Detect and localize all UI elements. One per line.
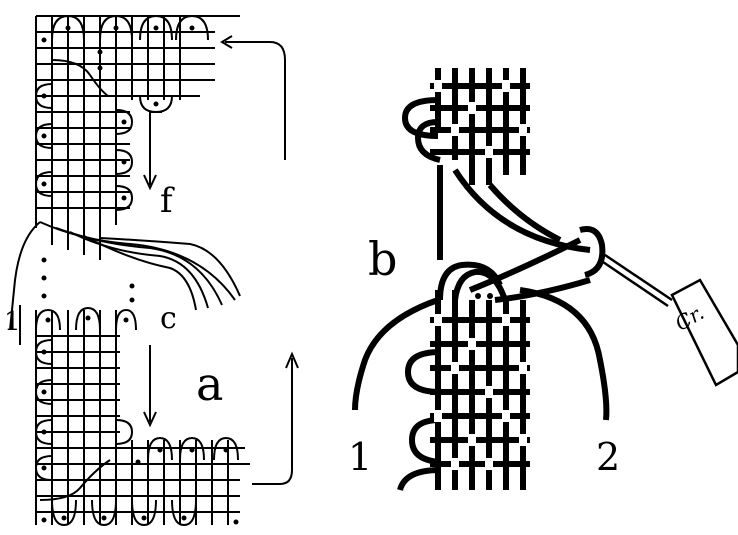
label-b: b: [368, 232, 397, 286]
upper-arrows: [143, 35, 286, 191]
strip-dots: [475, 293, 493, 299]
label-1-right: 1: [348, 435, 372, 479]
lower-strip-weave: [352, 168, 610, 491]
lower-arrows: [143, 345, 299, 485]
label-a: a: [196, 357, 223, 411]
upper-grid-dots: [41, 25, 195, 303]
label-c: c: [160, 301, 177, 336]
upper-strip-weave: [401, 68, 530, 260]
lower-grid-dots: [41, 315, 239, 525]
tool-icon: Cr.: [602, 253, 738, 387]
label-2-right: 2: [596, 435, 620, 479]
weave-gaps: [434, 80, 527, 470]
label-1-left: 1: [4, 307, 21, 337]
label-f: f: [160, 181, 175, 221]
upper-grid-weave: [9, 14, 241, 331]
lower-grid-weave: [19, 305, 250, 527]
